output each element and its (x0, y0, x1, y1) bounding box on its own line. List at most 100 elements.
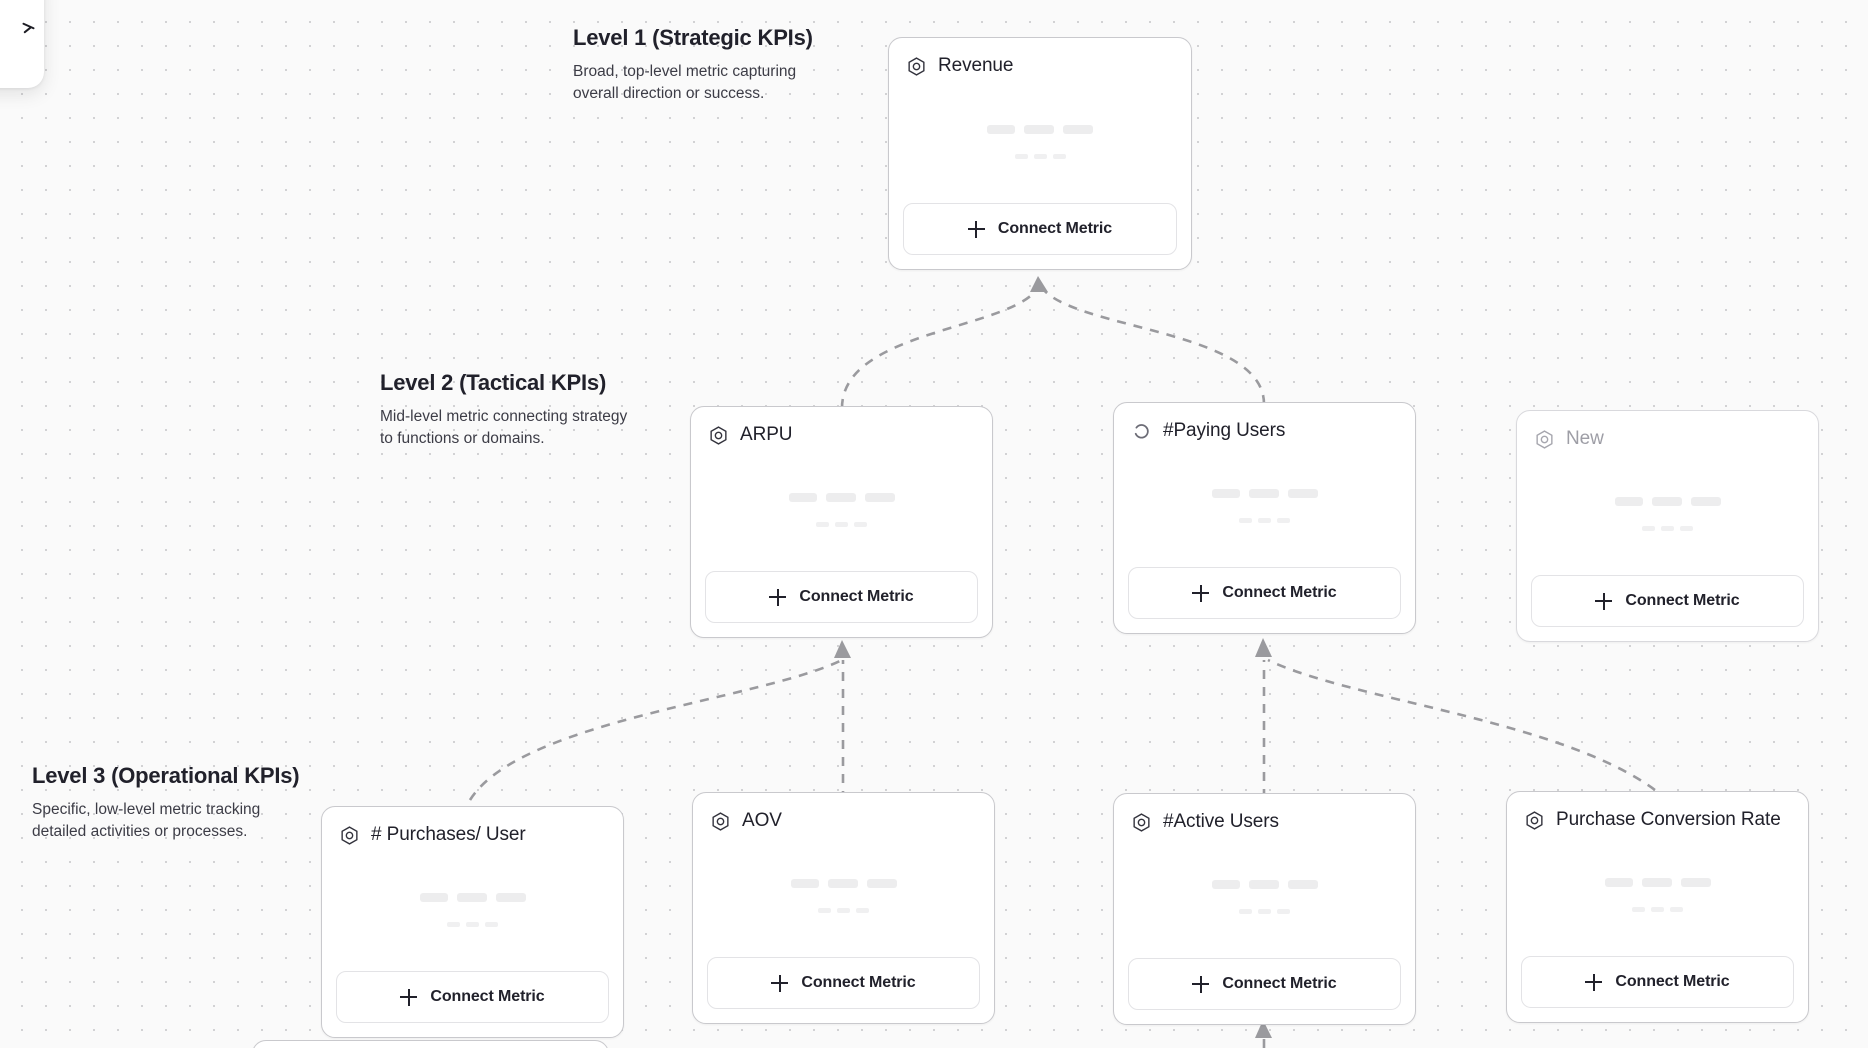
metric-card-purchases-per-user[interactable]: # Purchases/ User Connect Metric (321, 806, 624, 1038)
connect-metric-button[interactable]: Connect Metric (1521, 956, 1794, 1008)
skeleton-row-secondary (816, 522, 867, 527)
metric-card-paying-users[interactable]: #Paying Users Connect Metric (1113, 402, 1416, 634)
connect-metric-button[interactable]: Connect Metric (336, 971, 609, 1023)
card-header: Purchase Conversion Rate (1521, 806, 1794, 834)
skeleton-bar (1670, 907, 1683, 912)
connect-metric-label: Connect Metric (1222, 975, 1337, 992)
skeleton-row-secondary (1239, 518, 1290, 523)
cursor-pointer-icon[interactable] (22, 23, 36, 37)
card-title: New (1566, 428, 1604, 449)
skeleton-bar (1014, 153, 1028, 159)
connect-metric-button[interactable]: Connect Metric (1128, 958, 1401, 1010)
skeleton-row-primary (1211, 880, 1318, 889)
skeleton-bar (1690, 497, 1721, 506)
floating-toolbar-panel[interactable] (0, 0, 44, 88)
skeleton-bar (447, 922, 460, 927)
skeleton-row-primary (419, 893, 526, 902)
metric-card-revenue[interactable]: Revenue Connect Metric (888, 37, 1192, 270)
card-title: AOV (742, 810, 782, 831)
skeleton-row-primary (1604, 878, 1711, 887)
connect-metric-label: Connect Metric (1222, 584, 1337, 601)
skeleton-bar (1248, 880, 1279, 889)
skeleton-bar (1239, 909, 1252, 914)
skeleton-bar (1063, 124, 1093, 134)
card-skeleton-body (336, 849, 609, 971)
skeleton-bar (1033, 153, 1047, 159)
metric-card-aov[interactable]: AOV Connect Metric (692, 792, 995, 1024)
skeleton-row-secondary (1014, 153, 1066, 159)
metric-card-active-users[interactable]: #Active Users Connect Metric (1113, 793, 1416, 1025)
card-title: Purchase Conversion Rate (1556, 809, 1781, 830)
connect-metric-button[interactable]: Connect Metric (707, 957, 980, 1009)
skeleton-bar (816, 522, 829, 527)
arrowhead-revenue (1030, 276, 1048, 292)
skeleton-row-secondary (1642, 526, 1693, 531)
skeleton-bar (485, 922, 498, 927)
connect-metric-label: Connect Metric (1625, 592, 1740, 609)
skeleton-row-primary (788, 493, 895, 502)
skeleton-bar (1632, 907, 1645, 912)
level-1-label-block: Level 1 (Strategic KPIs) Broad, top-leve… (573, 25, 823, 106)
level-1-title: Level 1 (Strategic KPIs) (573, 25, 813, 50)
skeleton-bar (419, 893, 448, 902)
card-skeleton-body (1128, 445, 1401, 567)
hexagon-metric-icon (1133, 812, 1150, 832)
hexagon-metric-icon (712, 811, 729, 831)
hexagon-metric-icon (1536, 429, 1553, 449)
card-skeleton-body (707, 835, 980, 957)
hexagon-metric-icon (908, 56, 925, 76)
skeleton-bar (987, 124, 1015, 134)
skeleton-bar (866, 879, 897, 888)
connect-metric-button[interactable]: Connect Metric (1531, 575, 1804, 627)
skeleton-bar (1287, 880, 1318, 889)
connect-metric-button[interactable]: Connect Metric (1128, 567, 1401, 619)
plus-icon (771, 974, 789, 992)
arrowhead-paying-users (1255, 638, 1272, 657)
metric-card-new[interactable]: New Connect Metric (1516, 410, 1819, 642)
skeleton-row-primary (790, 879, 897, 888)
arrowhead-arpu (834, 640, 851, 658)
skeleton-bar (1277, 909, 1290, 914)
metric-card-arpu[interactable]: ARPU Connect Metric (690, 406, 993, 638)
skeleton-row-secondary (818, 908, 869, 913)
connect-metric-button[interactable]: Connect Metric (903, 203, 1177, 255)
skeleton-bar (790, 879, 819, 888)
card-header: #Active Users (1128, 808, 1401, 836)
card-header: ARPU (705, 421, 978, 449)
skeleton-bar (1277, 518, 1290, 523)
skeleton-bar (1258, 909, 1271, 914)
level-2-label-block: Level 2 (Tactical KPIs) Mid-level metric… (380, 370, 630, 451)
edge-paying-users-to-revenue (1040, 287, 1266, 405)
plus-icon (769, 588, 787, 606)
skeleton-bar (1614, 497, 1643, 506)
level-2-description: Mid-level metric connecting strategy to … (380, 408, 628, 448)
card-header: AOV (707, 807, 980, 835)
skeleton-bar (788, 493, 817, 502)
skeleton-bar (1211, 489, 1240, 498)
level-3-description: Specific, low-level metric tracking deta… (32, 801, 261, 841)
metric-card-purchase-conversion-rate[interactable]: Purchase Conversion Rate Connect Metric (1506, 791, 1809, 1023)
skeleton-bar (1024, 124, 1054, 134)
skeleton-bar (1248, 489, 1279, 498)
card-title: ARPU (740, 424, 793, 445)
edge-purchases-to-arpu (468, 658, 843, 801)
card-title: #Active Users (1163, 811, 1279, 832)
skeleton-bar (1661, 526, 1674, 531)
connect-metric-label: Connect Metric (430, 988, 545, 1005)
plus-icon (400, 988, 418, 1006)
card-header: # Purchases/ User (336, 821, 609, 849)
plus-icon (1595, 592, 1613, 610)
card-skeleton-body (1128, 836, 1401, 958)
skeleton-bar (495, 893, 526, 902)
plus-icon (1585, 973, 1603, 991)
skeleton-bar (1651, 497, 1682, 506)
card-skeleton-body (705, 449, 978, 571)
level-2-title: Level 2 (Tactical KPIs) (380, 370, 607, 395)
connect-metric-button[interactable]: Connect Metric (705, 571, 978, 623)
metric-card-offscreen-partial[interactable] (252, 1040, 609, 1048)
skeleton-bar (837, 908, 850, 913)
skeleton-bar (1604, 878, 1633, 887)
level-3-label-block: Level 3 (Operational KPIs) Specific, low… (32, 763, 300, 844)
plus-icon (1192, 584, 1210, 602)
